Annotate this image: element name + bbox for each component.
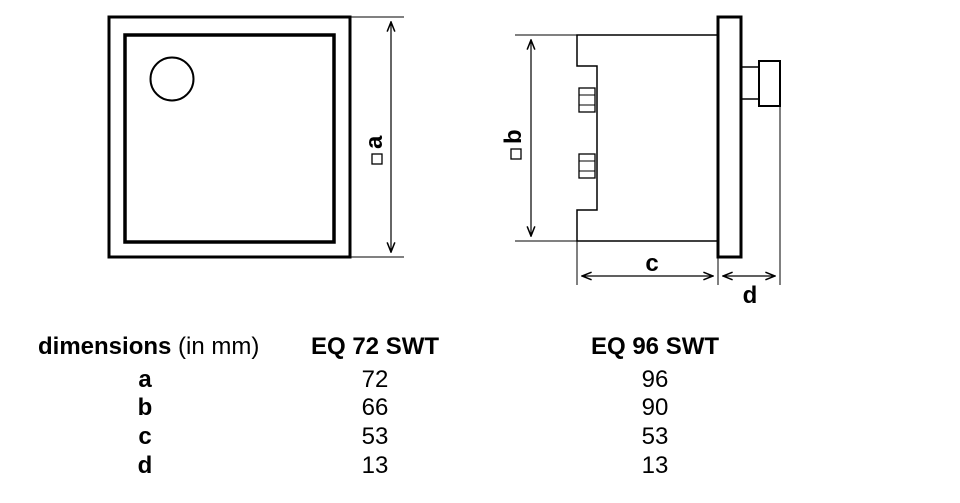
- value-eq72: 66: [361, 394, 389, 421]
- value-eq72: 53: [361, 423, 389, 450]
- value-eq96: 53: [641, 423, 669, 450]
- value-eq72: 72: [361, 366, 389, 393]
- row-label: c: [138, 423, 152, 450]
- side-knob: [758, 60, 781, 107]
- side-knob-base: [740, 66, 760, 100]
- square-symbol-icon: [510, 148, 522, 160]
- table-heading-unit: (in mm): [178, 333, 260, 360]
- front-knob: [149, 56, 195, 102]
- terminal-lower: [578, 153, 596, 179]
- side-view: [515, 15, 781, 285]
- row-label: a: [138, 366, 152, 393]
- column-header-eq72: EQ 72 SWT: [310, 333, 440, 360]
- side-front-bezel: [716, 15, 743, 259]
- column-header-eq96: EQ 96 SWT: [590, 333, 720, 360]
- dimension-a-text: a: [361, 135, 388, 149]
- table-heading: dimensions (in mm): [38, 332, 259, 361]
- front-view: [107, 15, 404, 259]
- dimension-a-label: a: [361, 135, 388, 165]
- table-row: a 72 96: [0, 365, 960, 394]
- table-row: c 53 53: [0, 422, 960, 451]
- dimension-c-text: c: [645, 250, 658, 277]
- terminal-upper: [578, 87, 596, 113]
- value-eq96: 96: [641, 366, 669, 393]
- row-label: d: [137, 452, 153, 479]
- dimension-b-text: b: [500, 129, 527, 144]
- dimension-d-text: d: [743, 282, 758, 309]
- front-bezel: [107, 15, 352, 259]
- value-eq96: 13: [641, 452, 669, 479]
- table-heading-title: dimensions: [38, 333, 172, 360]
- table-row: b 66 90: [0, 393, 960, 422]
- table-header-row: dimensions (in mm) EQ 72 SWT EQ 96 SWT: [0, 332, 960, 361]
- dimension-b-label: b: [500, 129, 527, 160]
- row-label: b: [137, 394, 153, 421]
- table-row: d 13 13: [0, 451, 960, 480]
- value-eq72: 13: [361, 452, 389, 479]
- dimension-drawing: a b c d: [107, 15, 781, 309]
- square-symbol-icon: [371, 153, 383, 165]
- front-display-window: [123, 33, 336, 244]
- value-eq96: 90: [641, 394, 669, 421]
- side-housing: [576, 34, 718, 242]
